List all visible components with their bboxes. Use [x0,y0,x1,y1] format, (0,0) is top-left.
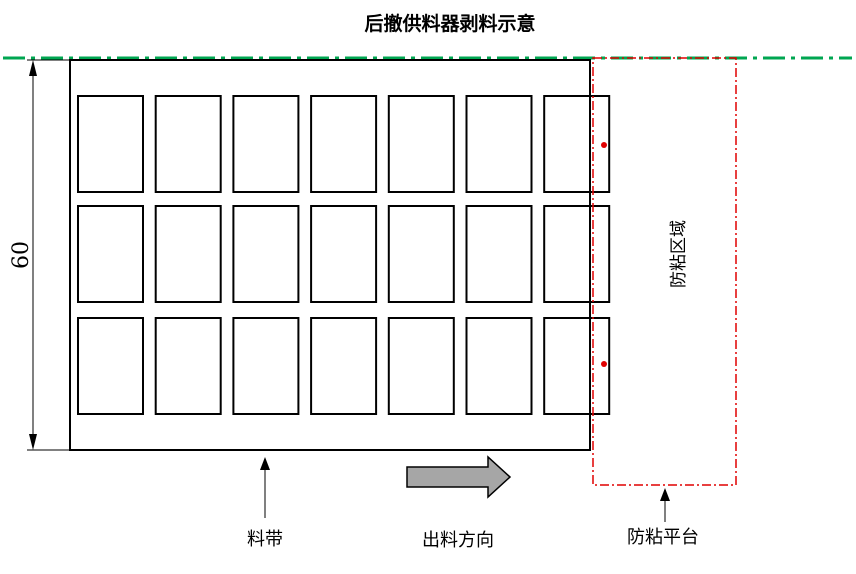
dimension-label: 60 [9,241,34,269]
component-pocket [543,95,611,193]
component-pocket [154,205,222,303]
diagram-title: 后撤供料器剥料示意 [364,12,535,35]
direction-label: 出料方向 [422,530,494,551]
component-pocket [387,205,455,303]
component-pocket [387,95,455,193]
component-pocket [154,95,222,193]
dimension-arrow-bottom [29,434,37,450]
tape-label: 料带 [247,529,283,550]
component-pocket [387,317,455,415]
component-pocket [465,95,533,193]
component-pocket [465,205,533,303]
component-pocket [77,95,144,193]
peel-marker-bottom [601,361,607,367]
component-pocket [543,205,611,303]
tape-outline [69,59,591,451]
component-pocket [543,317,611,415]
component-pocket [154,317,222,415]
component-pocket [77,205,144,303]
component-pocket [232,317,300,415]
anti-stick-zone [592,57,737,486]
component-pocket [77,317,144,415]
component-pocket [310,205,378,303]
output-direction-arrow [406,455,512,499]
component-pocket [232,95,300,193]
tape-pointer-head [260,457,270,470]
component-pocket [465,317,533,415]
platform-label: 防粘平台 [627,527,699,548]
component-pocket [310,317,378,415]
platform-pointer-head [660,488,670,501]
dimension-arrow-top [29,60,37,76]
anti-stick-zone-label: 防粘区域 [669,220,689,288]
component-pocket [310,95,378,193]
pocket-grid [77,95,611,415]
component-pocket [232,205,300,303]
peel-marker-top [601,142,607,148]
